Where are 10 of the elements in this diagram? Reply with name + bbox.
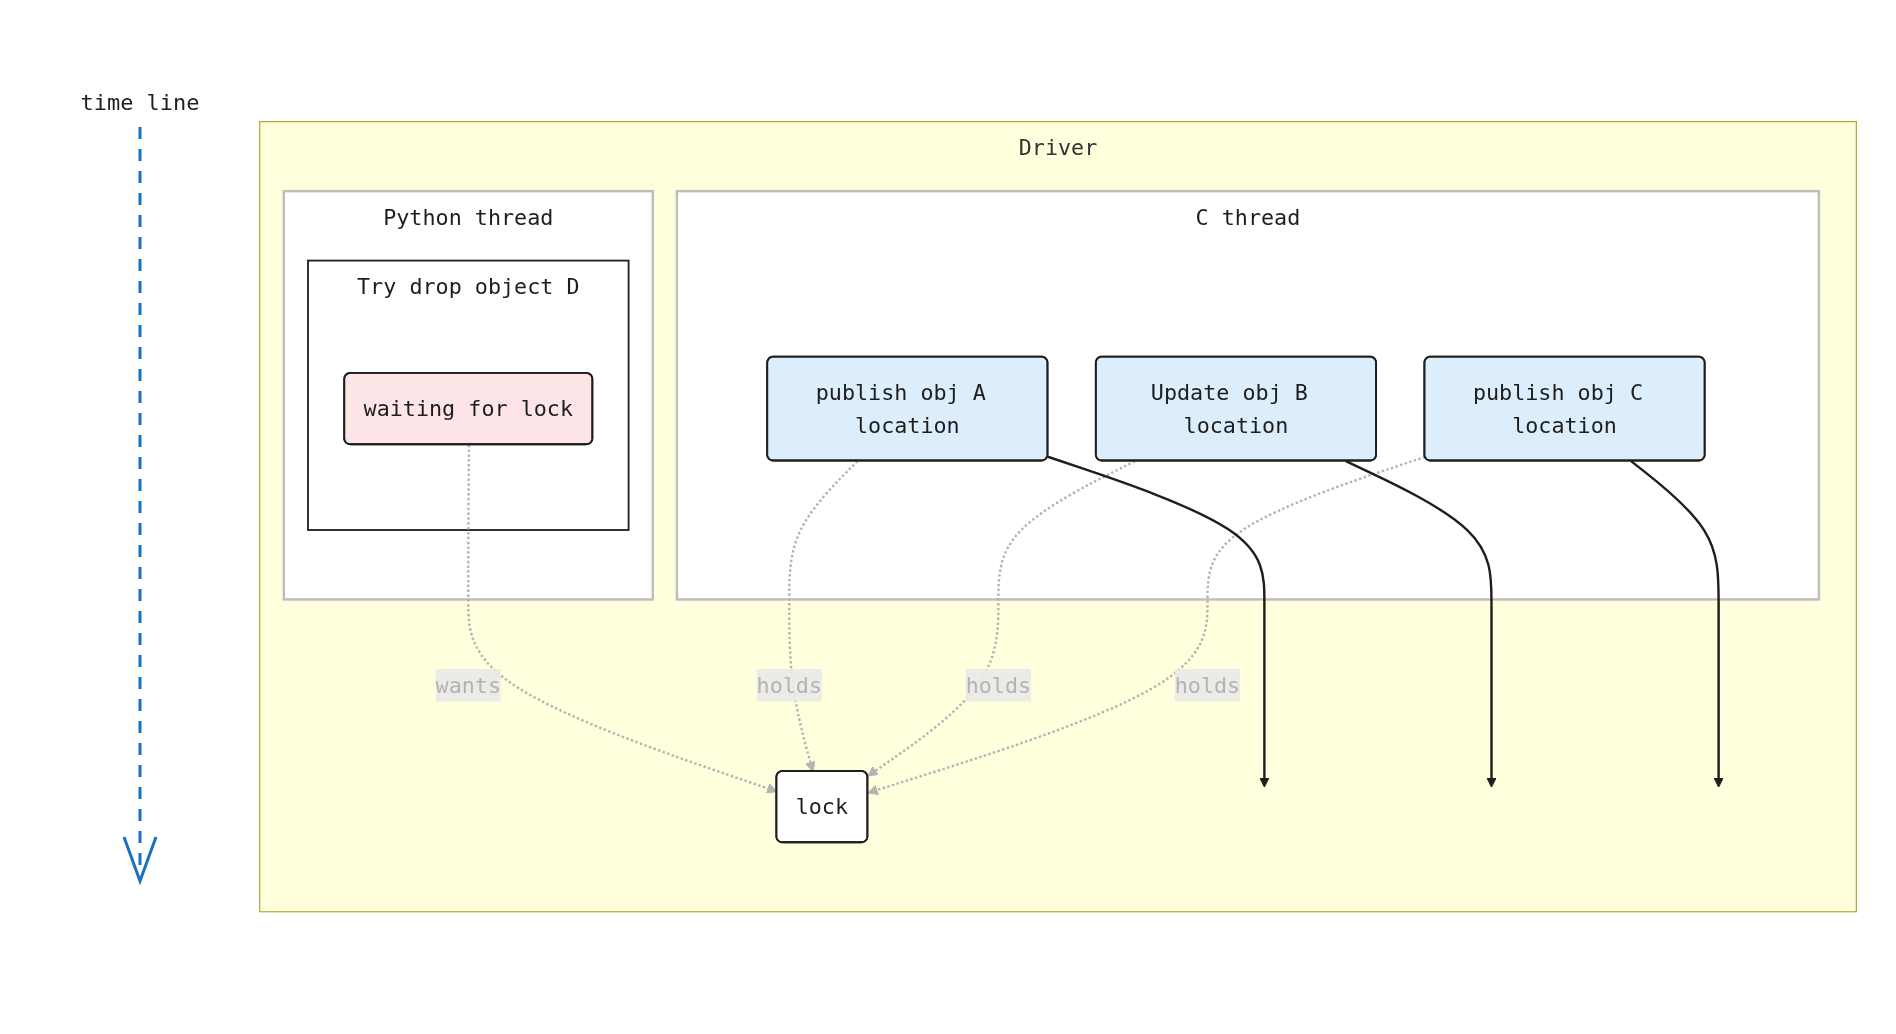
arrow — [1345, 460, 1497, 789]
edge-label: holds — [1174, 672, 1241, 699]
arrow — [1630, 460, 1724, 789]
arrow — [1047, 455, 1270, 789]
axis-label: time line — [80, 90, 200, 115]
arrow — [788, 460, 859, 773]
edge-label: wants — [435, 672, 502, 699]
arrow — [867, 460, 1136, 777]
edge-label: holds — [756, 672, 822, 699]
edge-label: holds — [965, 672, 1032, 699]
